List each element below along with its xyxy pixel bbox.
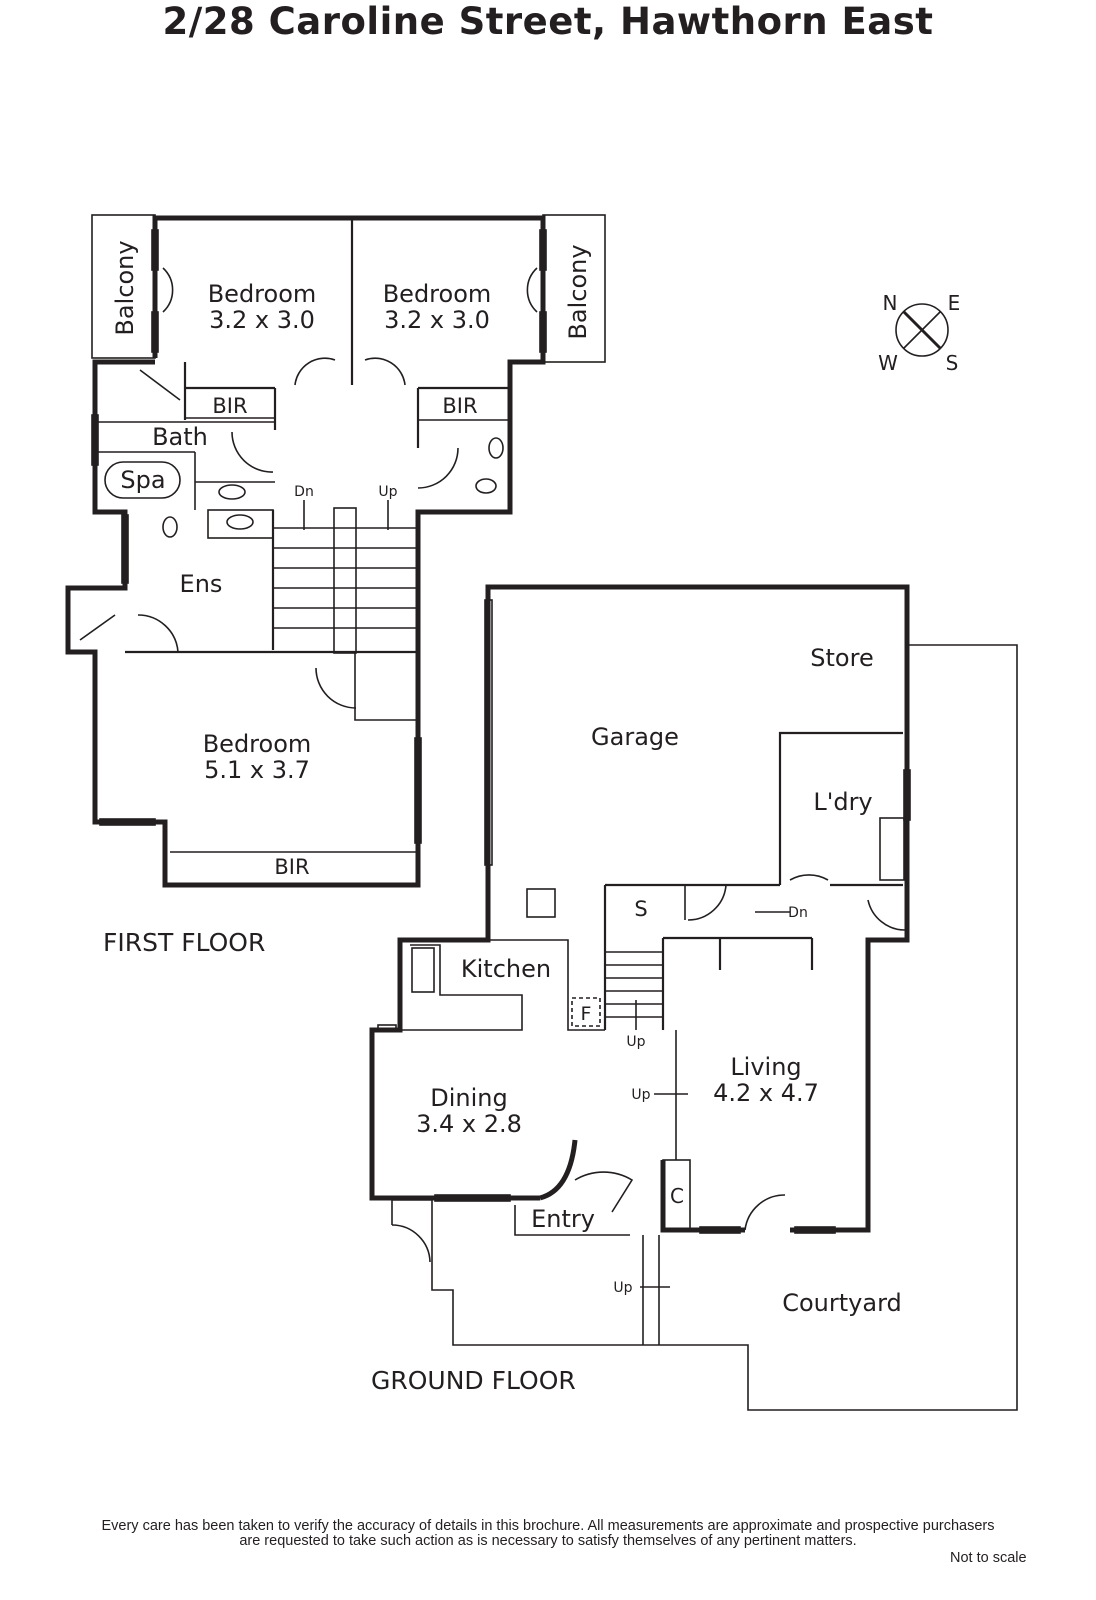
room-label-store: Store — [810, 644, 873, 672]
fridge-label: F — [581, 1003, 592, 1025]
room-label-bedroom-1: Bedroom — [208, 280, 317, 308]
room-label-bath: Bath — [152, 423, 208, 451]
compass-icon: N E W S — [878, 291, 960, 375]
stair-dn-label: Dn — [294, 484, 314, 500]
room-label-garage: Garage — [591, 723, 679, 751]
stair-up-label-2: Up — [631, 1087, 650, 1103]
page-title: 2/28 Caroline Street, Hawthorn East — [162, 0, 934, 43]
ground-floor-plan — [369, 584, 1018, 1411]
room-label-entry: Entry — [531, 1205, 595, 1233]
stair-up-label-1: Up — [626, 1034, 645, 1050]
room-label-balcony-right: Balcony — [564, 244, 592, 339]
room-label-bedroom-3: Bedroom — [203, 730, 312, 758]
closet-label: C — [670, 1184, 684, 1208]
room-label-bir-left: BIR — [212, 394, 247, 418]
spa-label: Spa — [120, 466, 165, 494]
room-size-bedroom-2: 3.2 x 3.0 — [384, 306, 490, 334]
room-label-balcony-left: Balcony — [111, 240, 139, 335]
stair-up-label: Up — [378, 484, 397, 500]
room-size-dining: 3.4 x 2.8 — [416, 1110, 522, 1138]
room-label-kitchen: Kitchen — [461, 955, 551, 983]
disclaimer-line-2: are requested to take such action as is … — [239, 1533, 857, 1549]
first-floor-stairs — [273, 500, 418, 654]
room-label-living: Living — [730, 1053, 801, 1081]
first-floor-plan — [65, 214, 606, 888]
room-label-bedroom-2: Bedroom — [383, 280, 492, 308]
stair-up-label-3: Up — [613, 1280, 632, 1296]
room-label-courtyard: Courtyard — [782, 1289, 902, 1317]
compass-e: E — [948, 291, 961, 315]
stair-dn-label-ground: Dn — [788, 905, 808, 921]
room-size-living: 4.2 x 4.7 — [713, 1079, 819, 1107]
disclaimer: Every care has been taken to verify the … — [0, 1519, 1096, 1549]
ground-floor-stairs — [605, 911, 790, 1160]
first-floor-label: FIRST FLOOR — [103, 928, 265, 957]
room-label-dining: Dining — [430, 1084, 507, 1112]
disclaimer-line-1: Every care has been taken to verify the … — [101, 1518, 995, 1534]
room-size-bedroom-3: 5.1 x 3.7 — [204, 756, 310, 784]
room-label-ens: Ens — [180, 570, 223, 598]
compass-n: N — [883, 291, 898, 315]
ground-floor-label: GROUND FLOOR — [371, 1366, 576, 1395]
compass-s: S — [946, 351, 959, 375]
room-label-bir-right: BIR — [442, 394, 477, 418]
room-label-s: S — [634, 897, 647, 921]
compass-w: W — [878, 351, 898, 375]
room-label-laundry: L'dry — [813, 788, 872, 816]
room-label-bir-bottom: BIR — [274, 855, 309, 879]
not-to-scale-note: Not to scale — [950, 1550, 1027, 1566]
room-size-bedroom-1: 3.2 x 3.0 — [209, 306, 315, 334]
